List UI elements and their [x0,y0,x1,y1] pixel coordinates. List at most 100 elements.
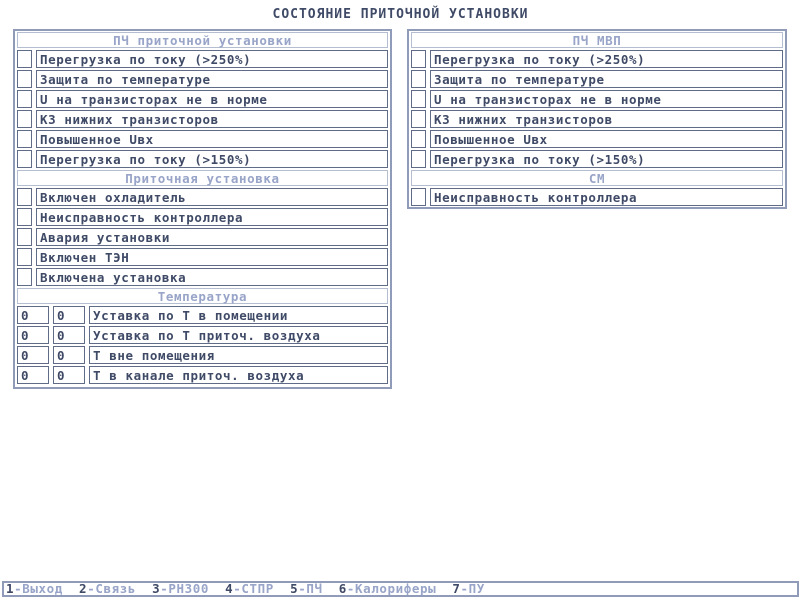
status-label: Перегрузка по току (>250%) [36,50,388,68]
status-label: Авария установки [36,228,388,246]
status-indicator [411,70,426,88]
fan-drive-panel: ПЧ МВП Перегрузка по току (>250%) Защита… [407,29,787,209]
status-label: Перегрузка по току (>150%) [36,150,388,168]
key-label: -Связь [87,581,136,596]
temperature-label: Уставка по Т приточ. воздуха [89,326,388,344]
section-header-cm: СМ [411,170,783,186]
status-label: Включен охладитель [36,188,388,206]
status-row: Повышенное Uвх [17,130,388,148]
supply-unit-panel: ПЧ приточной установки Перегрузка по ток… [13,29,392,389]
status-label: Включен ТЭН [36,248,388,266]
status-label: Защита по температуре [36,70,388,88]
function-key-bar: 1-Выход 2-Связь 3-РН300 4-СТПР 5-ПЧ 6-Ка… [2,581,799,597]
status-row: Включен ТЭН [17,248,388,266]
key-number: 3 [152,581,161,596]
status-label: Неисправность контроллера [430,188,783,206]
status-indicator [411,50,426,68]
f5-pch-button[interactable]: 5-ПЧ [290,581,323,596]
status-label: Неисправность контроллера [36,208,388,226]
temperature-value-2: 0 [53,366,85,384]
status-label: КЗ нижних транзисторов [430,110,783,128]
status-row: Авария установки [17,228,388,246]
status-indicator [411,130,426,148]
page-title: СОСТОЯНИЕ ПРИТОЧНОЙ УСТАНОВКИ [272,7,529,22]
status-label: Перегрузка по току (>150%) [430,150,783,168]
status-row: Перегрузка по току (>250%) [17,50,388,68]
status-indicator [17,208,32,226]
status-row: U на транзисторах не в норме [411,90,783,108]
status-indicator [17,110,32,128]
status-indicator [17,248,32,266]
status-indicator [17,268,32,286]
temperature-label: Т в канале приточ. воздуха [89,366,388,384]
temperature-label: Т вне помещения [89,346,388,364]
status-indicator [17,70,32,88]
key-label: -ПУ [460,581,485,596]
status-row: Повышенное Uвх [411,130,783,148]
f6-heaters-button[interactable]: 6-Калориферы [338,581,437,596]
status-label: КЗ нижних транзисторов [36,110,388,128]
status-row: Перегрузка по току (>250%) [411,50,783,68]
status-label: Перегрузка по току (>250%) [430,50,783,68]
key-label: -ПЧ [298,581,323,596]
temperature-value-2: 0 [53,306,85,324]
temperature-value-1: 0 [17,346,49,364]
status-label: U на транзисторах не в норме [36,90,388,108]
f2-connection-button[interactable]: 2-Связь [79,581,136,596]
key-number: 7 [452,581,461,596]
status-indicator [17,188,32,206]
status-row: Защита по температуре [411,70,783,88]
temperature-value-2: 0 [53,326,85,344]
key-label: -РН300 [160,581,209,596]
status-label: Повышенное Uвх [430,130,783,148]
key-label: -Калориферы [346,581,437,596]
status-row: Неисправность контроллера [411,188,783,206]
status-indicator [411,150,426,168]
section-header-unit: Приточная установка [17,170,388,186]
key-number: 5 [290,581,299,596]
status-row: КЗ нижних транзисторов [411,110,783,128]
status-indicator [17,90,32,108]
status-indicator [17,228,32,246]
key-number: 2 [79,581,88,596]
temperature-value-1: 0 [17,366,49,384]
section-header-mvp: ПЧ МВП [411,32,783,48]
status-row: Включена установка [17,268,388,286]
status-row: КЗ нижних транзисторов [17,110,388,128]
status-label: Повышенное Uвх [36,130,388,148]
status-label: U на транзисторах не в норме [430,90,783,108]
status-indicator [17,50,32,68]
section-header-temperature: Температура [17,288,388,304]
status-indicator [411,90,426,108]
key-label: -Выход [14,581,63,596]
status-indicator [17,130,32,148]
status-row: Защита по температуре [17,70,388,88]
status-row: Перегрузка по току (>150%) [411,150,783,168]
temperature-value-2: 0 [53,346,85,364]
status-row: Неисправность контроллера [17,208,388,226]
status-indicator [411,110,426,128]
temperature-value-1: 0 [17,306,49,324]
key-number: 6 [338,581,347,596]
f7-pu-button[interactable]: 7-ПУ [452,581,485,596]
temperature-value-1: 0 [17,326,49,344]
f1-exit-button[interactable]: 1-Выход [6,581,63,596]
f3-rn300-button[interactable]: 3-РН300 [152,581,209,596]
status-indicator [411,188,426,206]
status-label: Включена установка [36,268,388,286]
temperature-label: Уставка по Т в помещении [89,306,388,324]
section-header-pch: ПЧ приточной установки [17,32,388,48]
f4-stpr-button[interactable]: 4-СТПР [225,581,274,596]
status-row: Перегрузка по току (>150%) [17,150,388,168]
status-row: U на транзисторах не в норме [17,90,388,108]
status-label: Защита по температуре [430,70,783,88]
status-indicator [17,150,32,168]
key-label: -СТПР [233,581,274,596]
key-number: 4 [225,581,234,596]
key-number: 1 [6,581,15,596]
status-row: Включен охладитель [17,188,388,206]
